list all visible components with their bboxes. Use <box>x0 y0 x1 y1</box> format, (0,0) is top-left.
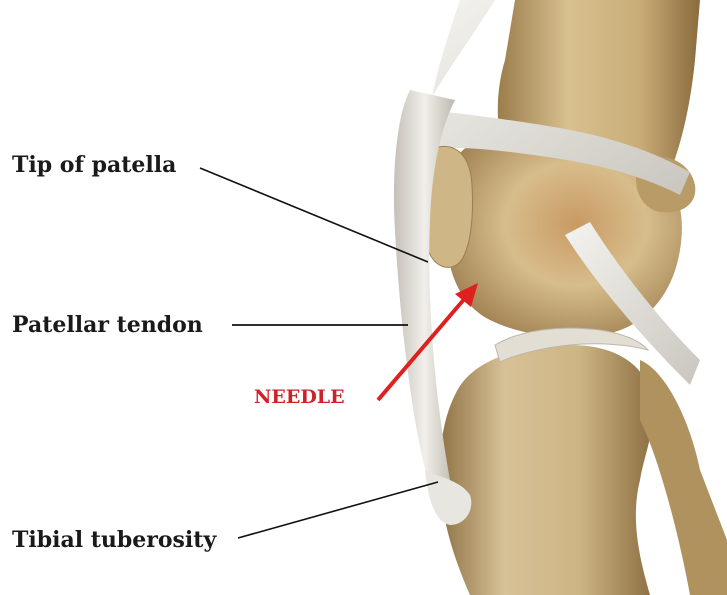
tibia <box>440 345 653 595</box>
patellar-tendon-label: Patellar tendon <box>12 312 203 338</box>
tip-of-patella-label: Tip of patella <box>12 152 176 178</box>
fibula <box>640 360 727 595</box>
tibial-tuberosity-leader <box>238 482 438 538</box>
tibial-tuberosity-label: Tibial tuberosity <box>12 527 217 553</box>
tip-of-patella-leader <box>200 168 428 262</box>
needle-label: NEEDLE <box>254 386 345 408</box>
